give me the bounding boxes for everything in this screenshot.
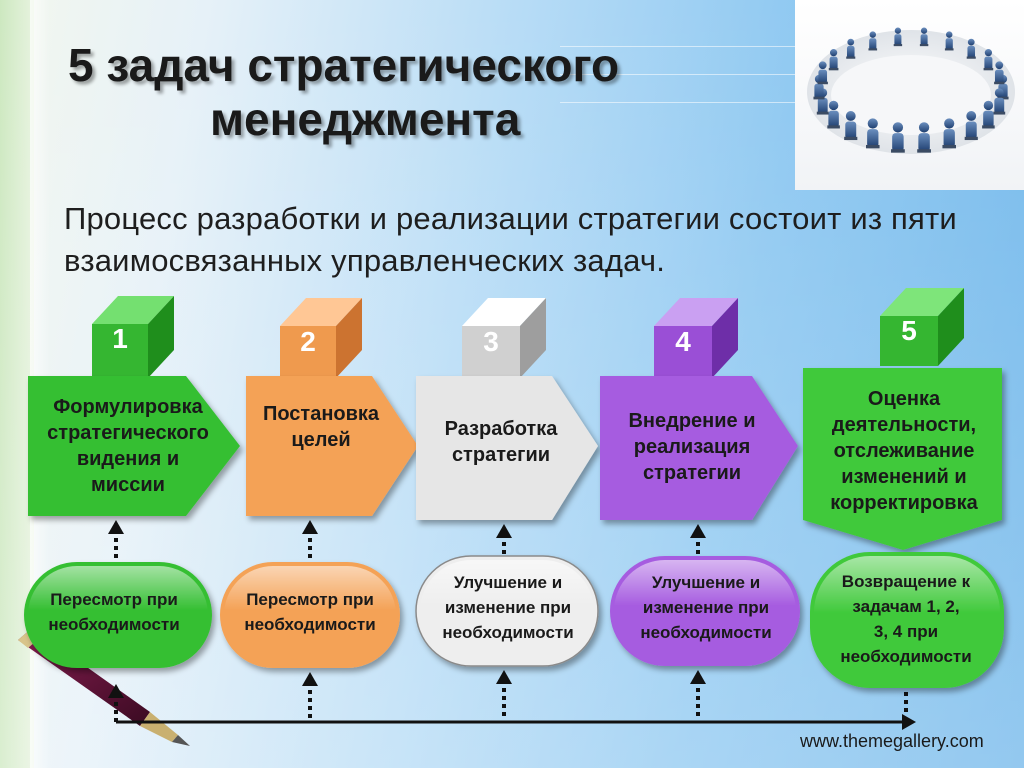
step-5: 5 bbox=[803, 288, 1002, 550]
people-circle-illustration bbox=[807, 27, 1015, 154]
step-4: 4 bbox=[600, 298, 798, 520]
step-box-1 bbox=[28, 376, 240, 516]
person-figure bbox=[917, 122, 931, 153]
step-label-1: Формулировка стратегического видения и м… bbox=[47, 396, 209, 496]
step-1: 1 bbox=[28, 296, 240, 516]
person-figure bbox=[966, 38, 976, 59]
step-number-1: 1 bbox=[112, 323, 128, 354]
slide-title: 5 задач стратегического менеджмента bbox=[68, 38, 768, 146]
note-label-1: Пересмотр при необходимости bbox=[48, 590, 180, 634]
decor-line bbox=[560, 74, 800, 75]
person-figure bbox=[868, 31, 878, 51]
step-2: 2 bbox=[246, 298, 418, 516]
meeting-photo bbox=[795, 0, 1024, 190]
step-box-2 bbox=[246, 376, 418, 516]
number-cube-3: 3 bbox=[462, 298, 546, 378]
person-figure bbox=[846, 38, 856, 59]
number-cube-2: 2 bbox=[280, 298, 362, 378]
step-label-5: Оценка деятельности, отслеживание измене… bbox=[830, 388, 978, 514]
slide-title-line-1: 5 задач стратегического bbox=[68, 39, 620, 91]
note-label-4: Улучшение и изменение при необходимости bbox=[640, 572, 772, 642]
step-label-2: Постановка целей bbox=[262, 403, 380, 451]
step-number-5: 5 bbox=[901, 315, 917, 346]
person-figure bbox=[994, 61, 1005, 85]
step-number-3: 3 bbox=[483, 326, 499, 357]
note-pill-4 bbox=[610, 556, 800, 666]
person-figure bbox=[982, 100, 995, 129]
step-box-4 bbox=[600, 376, 798, 520]
footer-url: www.themegallery.com bbox=[800, 731, 984, 751]
step-number-4: 4 bbox=[675, 326, 691, 357]
person-figure bbox=[817, 61, 828, 85]
connector-2 bbox=[302, 520, 318, 718]
connector-3 bbox=[496, 524, 512, 716]
person-figure bbox=[964, 111, 978, 141]
number-cube-1: 1 bbox=[92, 296, 174, 378]
person-figure bbox=[942, 118, 956, 149]
step-box-5 bbox=[803, 368, 1002, 550]
person-figure bbox=[919, 27, 929, 47]
note-pill-3 bbox=[415, 555, 599, 667]
person-figure bbox=[993, 88, 1006, 115]
feedback-line bbox=[116, 714, 916, 730]
step-box-3 bbox=[416, 376, 598, 520]
person-figure bbox=[827, 100, 840, 129]
person-figure bbox=[891, 122, 905, 153]
slide-subtitle: Процесс разработки и реализации стратеги… bbox=[64, 201, 957, 278]
note-pill-1 bbox=[24, 562, 212, 668]
person-figure bbox=[944, 31, 954, 51]
step-3: 3 bbox=[416, 298, 598, 520]
connector-5 bbox=[904, 692, 908, 712]
note-label-2: Пересмотр при необходимости bbox=[244, 590, 376, 634]
number-cube-5: 5 bbox=[880, 288, 964, 366]
decor-line bbox=[560, 46, 800, 47]
decor-line bbox=[560, 102, 800, 103]
step-number-2: 2 bbox=[300, 326, 316, 357]
step-label-4: Внедрение и реализация стратегии bbox=[628, 410, 756, 484]
person-figure bbox=[893, 27, 903, 47]
note-pill-2 bbox=[220, 562, 400, 668]
person-figure bbox=[866, 118, 880, 149]
step-label-3: Разработка стратегии bbox=[444, 418, 558, 466]
slide-title-line-2: менеджмента bbox=[210, 93, 521, 145]
note-label-3: Улучшение и изменение при необходимости bbox=[442, 572, 574, 642]
person-figure bbox=[983, 49, 994, 71]
number-cube-4: 4 bbox=[654, 298, 738, 378]
note-label-5: Возвращение к задачам 1, 2, 3, 4 при нео… bbox=[840, 572, 972, 666]
connector-1 bbox=[108, 520, 124, 722]
note-pill-5 bbox=[810, 552, 1004, 688]
connector-4 bbox=[690, 524, 706, 716]
person-figure bbox=[828, 49, 839, 71]
person-figure bbox=[844, 111, 858, 141]
